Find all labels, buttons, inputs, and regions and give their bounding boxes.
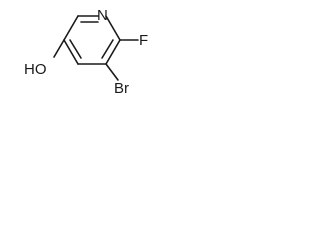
bond-c5-c6 [63, 15, 79, 41]
bromine-label: Br [114, 80, 129, 97]
bond-c3-br [105, 63, 119, 81]
bond-c5-o [53, 39, 65, 58]
fluorine-label: F [139, 32, 148, 49]
chemical-structure: N F Br HO [24, 7, 148, 97]
nitrogen-label: N [97, 7, 108, 24]
bond-c4-c5 [63, 39, 79, 65]
hydroxyl-label: HO [24, 61, 47, 78]
double-bond-c2-c3 [101, 39, 114, 59]
bond-n-c2 [105, 15, 121, 41]
bond-c2-c3 [105, 39, 121, 65]
double-bond-c4-c5 [69, 39, 82, 59]
